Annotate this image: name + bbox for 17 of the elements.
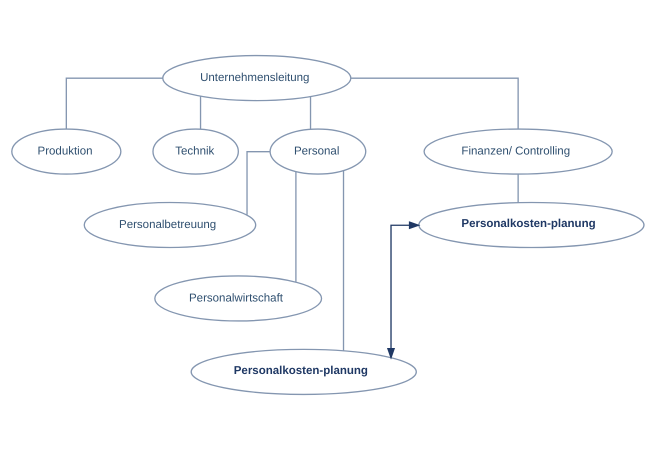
connector <box>342 170 344 351</box>
connector <box>66 78 163 129</box>
node-ellipse: Produktion <box>11 128 122 175</box>
node-ellipse: Personalwirtschaft <box>154 275 322 322</box>
node-ellipse: Unternehmensleitung <box>162 54 352 102</box>
connector <box>200 96 202 130</box>
connector <box>517 174 519 202</box>
connector <box>310 96 312 130</box>
node-ellipse: Personal <box>269 128 366 175</box>
node-ellipse: Personalkosten-planung <box>418 202 645 248</box>
connector <box>246 151 270 215</box>
node-ellipse: Finanzen/ Controlling <box>423 128 613 175</box>
connector <box>295 172 297 282</box>
node-ellipse: Personalbetreuung <box>84 202 256 248</box>
connector <box>350 78 519 129</box>
node-ellipse: Technik <box>152 128 239 175</box>
arrow <box>386 221 420 360</box>
